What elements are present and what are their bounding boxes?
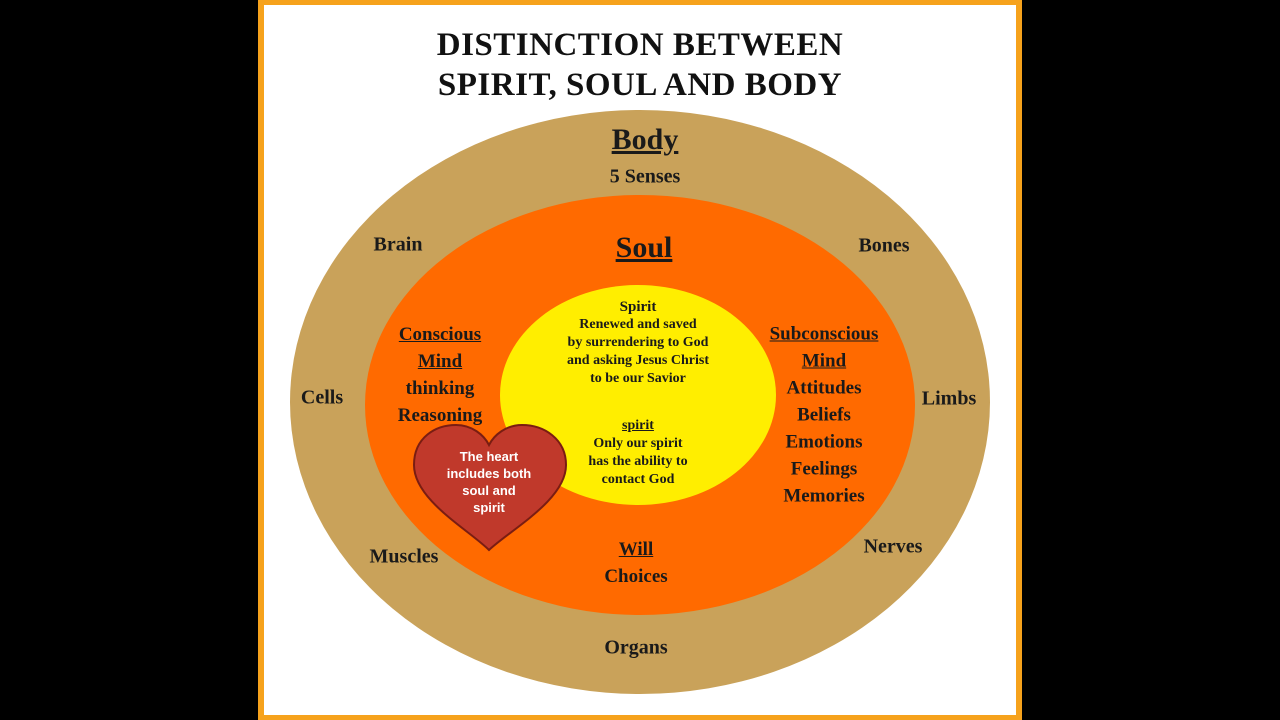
body-heading: Body [611,123,679,156]
spirit-sub-heading: spirit [622,418,654,433]
subconscious-line-1: Subconscious [769,323,879,345]
conscious-line-2: Mind [417,351,463,372]
subconscious-item: Beliefs [797,404,851,426]
title-line-2: SPIRIT, SOUL AND BODY [437,67,843,103]
body-organs: Organs [604,636,668,659]
spirit-oval [500,285,776,505]
spirit-sub-line: contact God [601,472,675,487]
heart-shape [412,423,568,552]
subconscious-item: Emotions [785,431,863,453]
choices-label: Choices [604,566,668,587]
nested-ovals [290,110,990,694]
body-bones: Bones [858,234,910,257]
body-muscles: Muscles [369,545,439,568]
spirit-text-line: to be our Savior [590,371,686,386]
body-cells: Cells [300,386,344,409]
spirit-text-line: Renewed and saved [579,317,697,332]
title-line-1: DISTINCTION BETWEEN [436,27,844,63]
diagram-panel: DISTINCTION BETWEEN SPIRIT, SOUL AND BOD… [264,5,1016,715]
will-block: Will Choices [604,536,667,590]
subconscious-item: Attitudes [786,377,862,399]
conscious-mind-block: Conscious Mind thinking Reasoning [398,321,482,429]
subconscious-line-2: Mind [801,350,847,372]
conscious-line-1: Conscious [398,324,482,345]
subconscious-mind-block: Subconscious Mind Attitudes Beliefs Emot… [770,321,879,510]
heart-text: The heart includes both soul and spirit [447,448,532,516]
subconscious-item: Feelings [790,458,858,480]
body-brain: Brain [373,233,423,256]
body-limbs: Limbs [921,387,977,410]
spirit-sub-line: Only our spirit [593,436,683,451]
heart-line: soul and [462,483,516,498]
soul-heading: Soul [615,231,673,264]
spirit-block: Spirit Renewed and saved by surrendering… [567,298,709,388]
subconscious-item: Memories [783,485,865,507]
conscious-item: Reasoning [397,405,483,426]
diagram-title: DISTINCTION BETWEEN SPIRIT, SOUL AND BOD… [264,25,1016,105]
spirit-text-line: by surrendering to God [567,335,709,350]
will-label: Will [618,539,654,560]
spirit-sub-block: spirit Only our spirit has the ability t… [588,417,687,489]
body-senses: 5 Senses [609,165,681,188]
heart-line: spirit [473,500,505,515]
body-nerves: Nerves [863,535,923,558]
heart-line: includes both [446,466,532,481]
spirit-heading: Spirit [619,299,657,315]
conscious-item: thinking [405,378,475,399]
spirit-sub-line: has the ability to [588,454,688,469]
spirit-text-line: and asking Jesus Christ [567,353,709,368]
heart-line: The heart [459,449,519,464]
